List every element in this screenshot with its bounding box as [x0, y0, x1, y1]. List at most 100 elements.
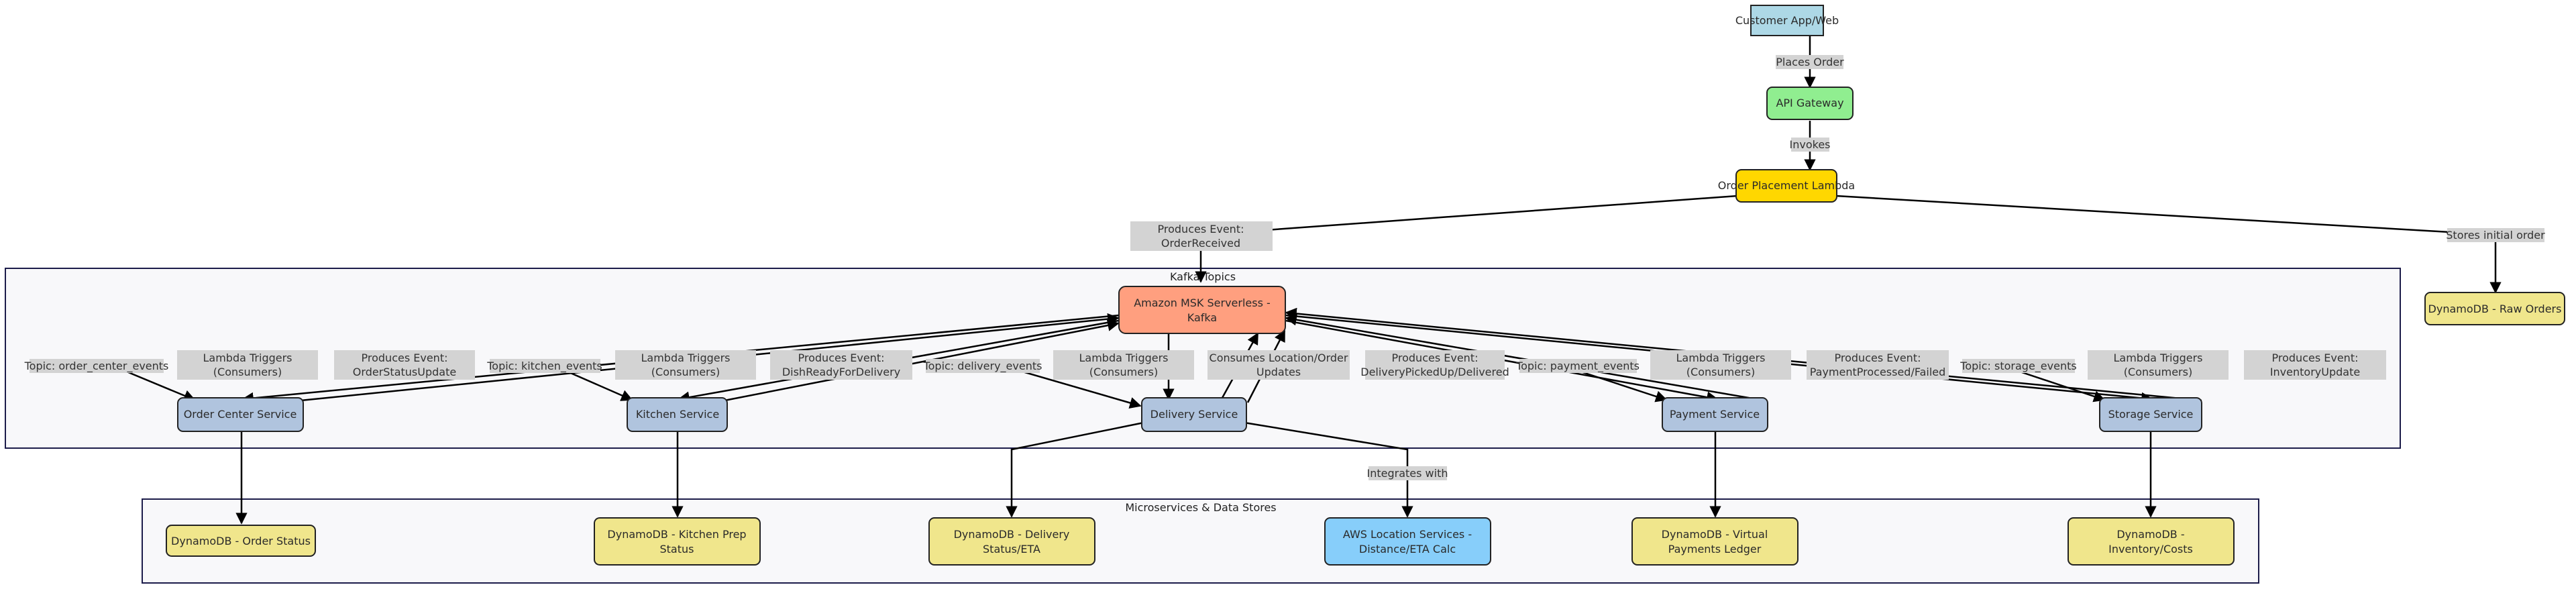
order-lambda-node-label: Order Placement Lambda: [1718, 179, 1855, 192]
topic-kitchen-label: Topic: kitchen_events: [486, 360, 602, 373]
dynamodb-kitchen-node[interactable]: [594, 517, 761, 566]
prod-storage-label-2: InventoryUpdate: [2270, 366, 2360, 378]
dynamodb-raw-orders-node-label: DynamoDB - Raw Orders: [2428, 303, 2562, 315]
prod-delivery-label-2: DeliveryPickedUp/Delivered: [1360, 366, 1509, 378]
kitchen-service-node-label: Kitchen Service: [636, 408, 719, 421]
customer-app-node[interactable]: [1750, 5, 1824, 36]
edge-kitchen-produce: [724, 319, 1120, 402]
aws-location-node[interactable]: [1324, 517, 1491, 566]
dynamodb-delivery-node-label-2: Status/ETA: [983, 543, 1040, 555]
places-order-label-bg: [1776, 55, 1843, 69]
prod-payment-label-2: PaymentProcessed/Failed: [1810, 366, 1946, 378]
trig-delivery-label-bg: [1053, 350, 1194, 380]
payment-service-node-label: Payment Service: [1670, 408, 1760, 421]
edge-delivery-location: [1244, 421, 1413, 518]
kafka-topics-cluster-label: Kafka Topics: [1170, 270, 1236, 283]
produces-received-label-bg: [1130, 221, 1273, 251]
dynamodb-order-status-node[interactable]: [166, 525, 316, 557]
edge-delivery-ddb: [1006, 421, 1144, 518]
trig-storage-label-2: (Consumers): [2124, 366, 2192, 378]
trig-kitchen-label-2: (Consumers): [651, 366, 720, 378]
trig-order-label-1: Lambda Triggers: [203, 352, 292, 364]
storage-service-node-label: Storage Service: [2108, 408, 2194, 421]
integrates-label: Integrates with: [1367, 467, 1448, 480]
dynamodb-raw-orders-node[interactable]: [2424, 292, 2565, 325]
topic-payment-label-bg: [1519, 359, 1637, 373]
prod-delivery-label-1: Produces Event:: [1392, 352, 1479, 364]
dynamodb-order-status-node-label: DynamoDB - Order Status: [171, 535, 311, 547]
trig-delivery-label-2: (Consumers): [1089, 366, 1158, 378]
dynamodb-inventory-node-label-2: Inventory/Costs: [2108, 543, 2193, 555]
microservices-cluster: [142, 498, 2259, 584]
delivery-service-node[interactable]: [1141, 397, 1247, 432]
prod-payment-label-1: Produces Event:: [1835, 352, 1921, 364]
dynamodb-inventory-node-label-1: DynamoDB -: [2116, 528, 2184, 541]
order-center-service-node[interactable]: [177, 397, 304, 432]
payment-service-node[interactable]: [1662, 397, 1768, 432]
prod-payment-label-bg: [1807, 350, 1949, 380]
topic-order-label: Topic: order_center_events: [24, 360, 169, 373]
api-gateway-node[interactable]: [1766, 87, 1854, 120]
topic-delivery-label: Topic: delivery_events: [923, 360, 1042, 373]
order-lambda-node[interactable]: [1735, 169, 1837, 203]
produces-received-label-2: OrderReceived: [1161, 237, 1240, 250]
trig-order-label-2: (Consumers): [213, 366, 282, 378]
prod-kitchen-label-1: Produces Event:: [798, 352, 885, 364]
trig-storage-label-bg: [2088, 350, 2229, 380]
topic-storage-label-bg: [1962, 359, 2075, 373]
topic-delivery-label-bg: [926, 359, 1040, 373]
dynamodb-inventory-node[interactable]: [2068, 517, 2235, 566]
trig-storage-label-1: Lambda Triggers: [2113, 352, 2202, 364]
cons-location-label-bg: [1208, 350, 1350, 380]
trig-payment-label-bg: [1650, 350, 1791, 380]
dynamodb-delivery-node[interactable]: [928, 517, 1095, 566]
prod-order-label-1: Produces Event:: [362, 352, 448, 364]
prod-delivery-label-bg: [1365, 350, 1505, 380]
amazon-msk-node[interactable]: [1118, 286, 1286, 334]
invokes-label-bg: [1791, 138, 1829, 152]
dynamodb-kitchen-node-label-1: DynamoDB - Kitchen Prep: [607, 528, 746, 541]
nodes: Customer App/Web API Gateway Order Place…: [166, 5, 2565, 566]
topic-payment-label: Topic: payment_events: [1515, 360, 1640, 373]
kitchen-service-node[interactable]: [627, 397, 728, 432]
dynamodb-payments-node-label-1: DynamoDB - Virtual: [1662, 528, 1768, 541]
amazon-msk-node-label-1: Amazon MSK Serverless -: [1134, 297, 1271, 309]
cons-location-label-2: Updates: [1256, 366, 1301, 378]
trig-kitchen-label-bg: [615, 350, 756, 380]
integrates-label-bg: [1368, 466, 1447, 480]
delivery-service-node-label: Delivery Service: [1150, 408, 1238, 421]
order-center-service-node-label: Order Center Service: [184, 408, 297, 421]
storage-service-node[interactable]: [2099, 397, 2202, 432]
aws-location-node-label-2: Distance/ETA Calc: [1359, 543, 1456, 555]
microservices-cluster-label: Microservices & Data Stores: [1125, 501, 1276, 514]
edge-delivery-topic: [1006, 366, 1142, 409]
prod-storage-label-bg: [2244, 350, 2386, 380]
aws-location-node-label-1: AWS Location Services -: [1343, 528, 1472, 541]
prod-storage-label-1: Produces Event:: [2272, 352, 2359, 364]
prod-kitchen-label-bg: [770, 350, 912, 380]
places-order-label: Places Order: [1776, 56, 1844, 68]
api-gateway-node-label: API Gateway: [1776, 97, 1843, 109]
trig-delivery-label-1: Lambda Triggers: [1079, 352, 1168, 364]
invokes-label: Invokes: [1790, 138, 1831, 151]
prod-order-label-bg: [334, 350, 475, 380]
topic-order-label-bg: [30, 359, 164, 373]
stores-initial-label-bg: [2447, 228, 2544, 242]
topic-kitchen-label-bg: [490, 359, 600, 373]
cons-location-label-1: Consumes Location/Order: [1210, 352, 1348, 364]
prod-order-label-2: OrderStatusUpdate: [353, 366, 456, 378]
trig-payment-label-1: Lambda Triggers: [1676, 352, 1765, 364]
trig-order-label-bg: [177, 350, 318, 380]
topic-storage-label: Topic: storage_events: [1960, 360, 2076, 373]
customer-app-node-label: Customer App/Web: [1735, 14, 1839, 27]
edge-labels: Places Order Invokes Produces Event: Ord…: [24, 55, 2545, 480]
dynamodb-payments-node-label-2: Payments Ledger: [1668, 543, 1762, 555]
dynamodb-payments-node[interactable]: [1631, 517, 1799, 566]
trig-payment-label-2: (Consumers): [1686, 366, 1755, 378]
dynamodb-delivery-node-label-1: DynamoDB - Delivery: [954, 528, 1070, 541]
amazon-msk-node-label-2: Kafka: [1187, 311, 1217, 324]
dynamodb-kitchen-node-label-2: Status: [660, 543, 694, 555]
prod-kitchen-label-2: DishReadyForDelivery: [782, 366, 900, 378]
